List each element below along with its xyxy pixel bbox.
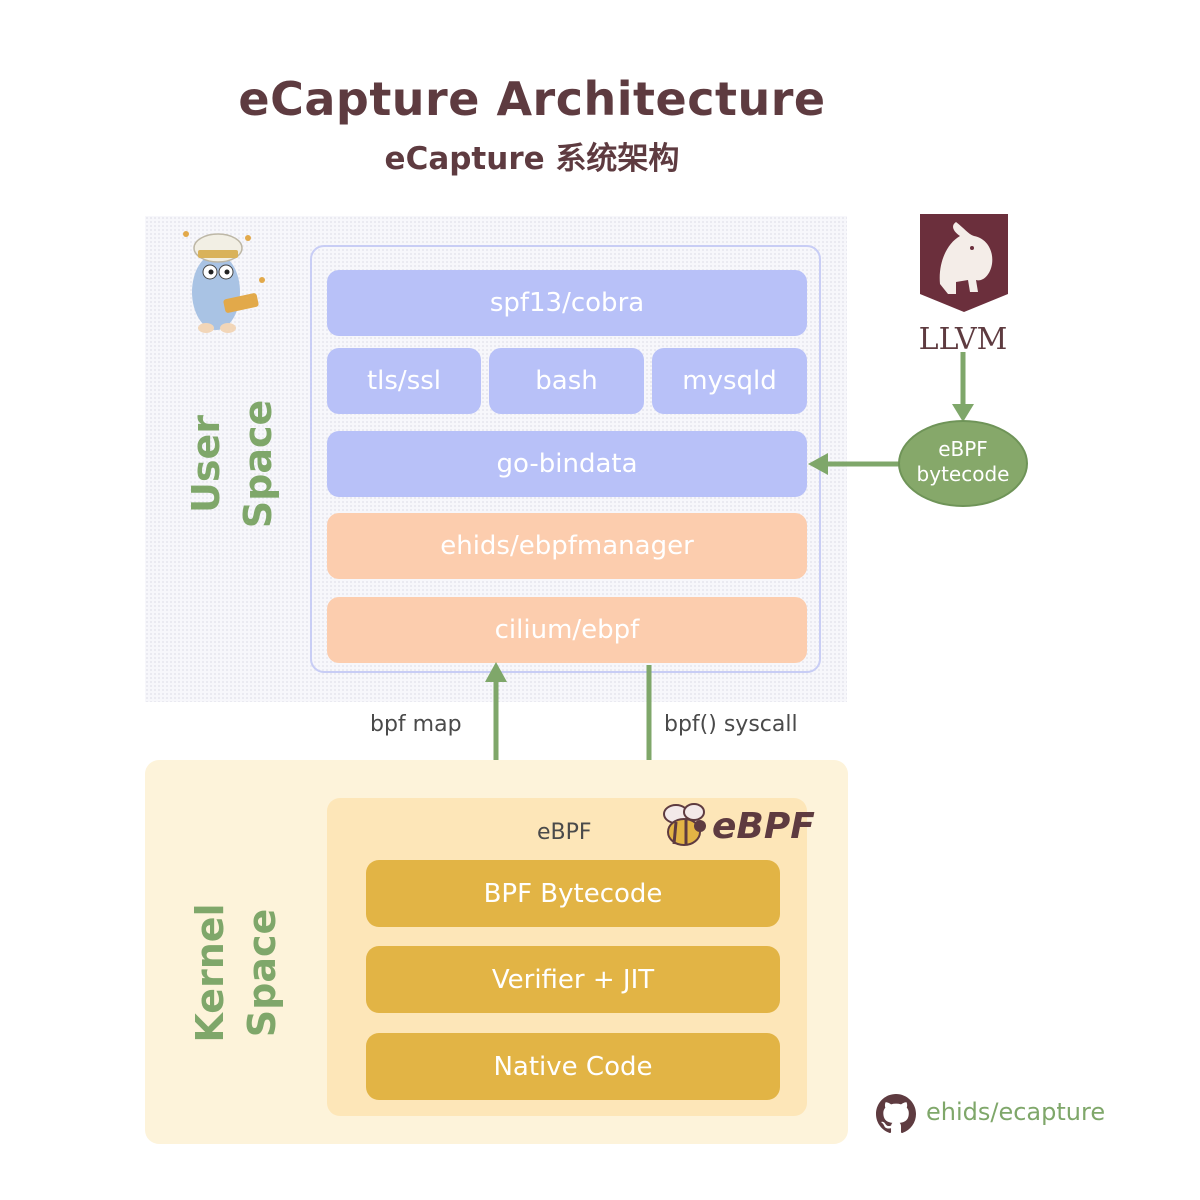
user-space-label: User Space (180, 400, 284, 529)
ebpfmanager-box: ehids/ebpfmanager (327, 513, 807, 579)
kernel-space-label: Kernel Space (181, 903, 291, 1042)
github-icon (876, 1094, 916, 1134)
user-space-label-line1: User (184, 415, 228, 513)
kernel-space-label-line2: Space (240, 908, 284, 1038)
repo-link[interactable]: ehids/ecapture (926, 1098, 1106, 1126)
diagram-subtitle: eCapture 系统架构 (384, 141, 680, 177)
go-bindata-box: go-bindata (327, 431, 807, 497)
ebpf-bytecode-line2: bytecode (916, 462, 1010, 486)
verifier-jit-box: Verifier + JIT (366, 946, 780, 1013)
go-gopher-mascot-icon (176, 224, 276, 340)
llvm-to-bytecode-arrow (952, 352, 974, 422)
llvm-label: LLVM (918, 322, 1008, 357)
mysqld-box: mysqld (652, 348, 807, 414)
cobra-box: spf13/cobra (327, 270, 807, 336)
bpf-syscall-label: bpf() syscall (664, 712, 798, 737)
bpf-map-label: bpf map (370, 712, 462, 737)
native-code-box: Native Code (366, 1033, 780, 1100)
ebpf-bytecode-label: eBPF bytecode (898, 437, 1028, 487)
user-space-label-line2: Space (236, 399, 280, 529)
bash-box: bash (489, 348, 644, 414)
cilium-ebpf-box: cilium/ebpf (327, 597, 807, 663)
diagram-title: eCapture Architecture (238, 72, 826, 126)
ebpf-bytecode-line1: eBPF (938, 437, 988, 461)
ebpf-bytecode-node (898, 420, 1028, 507)
kernel-space-label-line1: Kernel (188, 903, 232, 1043)
ebpf-bee-icon (660, 800, 712, 850)
ebpf-panel-title: eBPF (537, 820, 592, 845)
tls-ssl-box: tls/ssl (327, 348, 481, 414)
ebpf-logo-text: eBPF (712, 806, 815, 847)
llvm-dragon-icon (920, 214, 1008, 312)
bpf-bytecode-box: BPF Bytecode (366, 860, 780, 927)
